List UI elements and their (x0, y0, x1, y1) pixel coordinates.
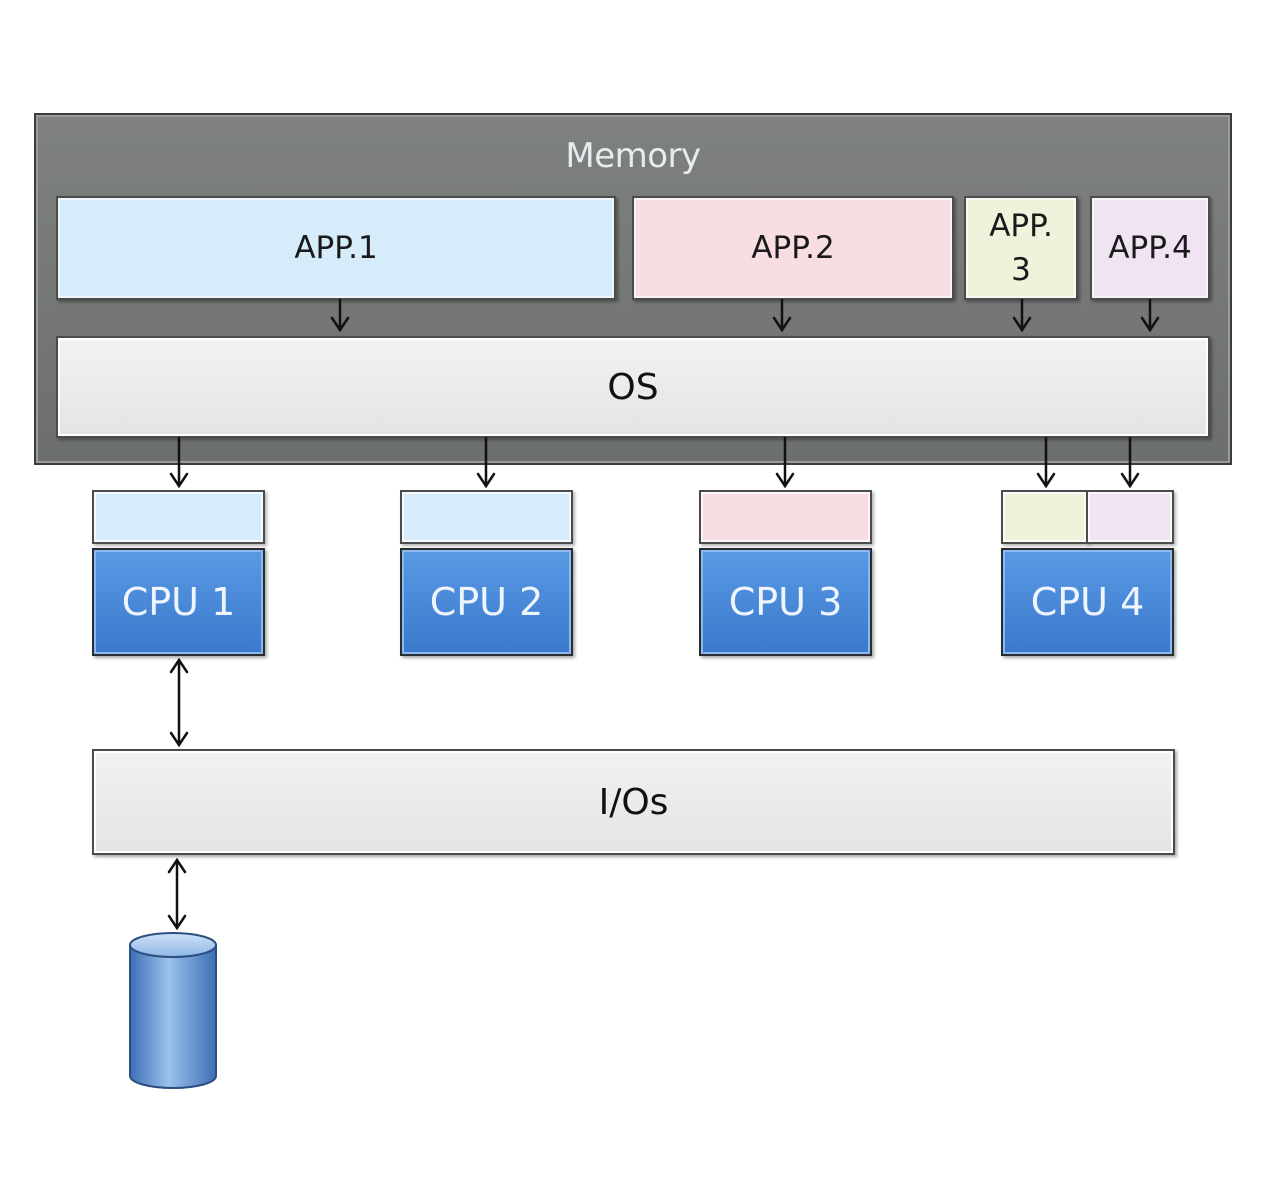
app-4-label: APP.4 (1108, 230, 1192, 266)
cpu-2-block: CPU 2 (400, 548, 573, 656)
cpu-3-app-slot (699, 490, 872, 544)
cpu-1-app-slot (92, 490, 265, 544)
ios-block: I/Os (92, 749, 1175, 855)
arrow-app4-to-os (1140, 298, 1160, 333)
app-4-block: APP.4 (1090, 196, 1210, 300)
cpu-2-app-slot (400, 490, 573, 544)
arrow-app2-to-os (772, 298, 792, 333)
arrow-app1-to-os (330, 298, 350, 333)
arrow-ios-storage-bidirectional (167, 857, 187, 931)
arrow-app3-to-os (1012, 298, 1032, 333)
app-1-label: APP.1 (294, 230, 378, 266)
cpu-1-label: CPU 1 (121, 580, 236, 624)
cpu-3-label: CPU 3 (728, 580, 843, 624)
database-cylinder-icon (129, 932, 217, 1089)
os-block: OS (56, 336, 1210, 438)
cpu-4-label: CPU 4 (1030, 580, 1145, 624)
cpu-1-block: CPU 1 (92, 548, 265, 656)
cpu-4-app-4-slot (1086, 490, 1174, 544)
ios-label: I/Os (598, 781, 669, 823)
memory-label: Memory (565, 136, 701, 176)
app-2-label: APP.2 (751, 230, 835, 266)
cpu-4-block: CPU 4 (1001, 548, 1174, 656)
arrow-cpu1-ios-bidirectional (169, 657, 189, 748)
cpu-3-block: CPU 3 (699, 548, 872, 656)
app-1-block: APP.1 (56, 196, 616, 300)
os-label: OS (607, 366, 659, 408)
cpu-4-app-3-slot (1001, 490, 1088, 544)
arrow-os-to-cpu3 (775, 436, 795, 489)
arrow-os-to-cpu1 (169, 436, 189, 489)
cpu-2-label: CPU 2 (429, 580, 544, 624)
arrow-os-to-cpu4-app4 (1120, 436, 1140, 489)
app-3-block: APP. 3 (964, 196, 1078, 300)
app-2-block: APP.2 (632, 196, 954, 300)
arrow-os-to-cpu2 (476, 436, 496, 489)
arrow-os-to-cpu4-app3 (1036, 436, 1056, 489)
app-3-label: APP. 3 (989, 208, 1053, 288)
